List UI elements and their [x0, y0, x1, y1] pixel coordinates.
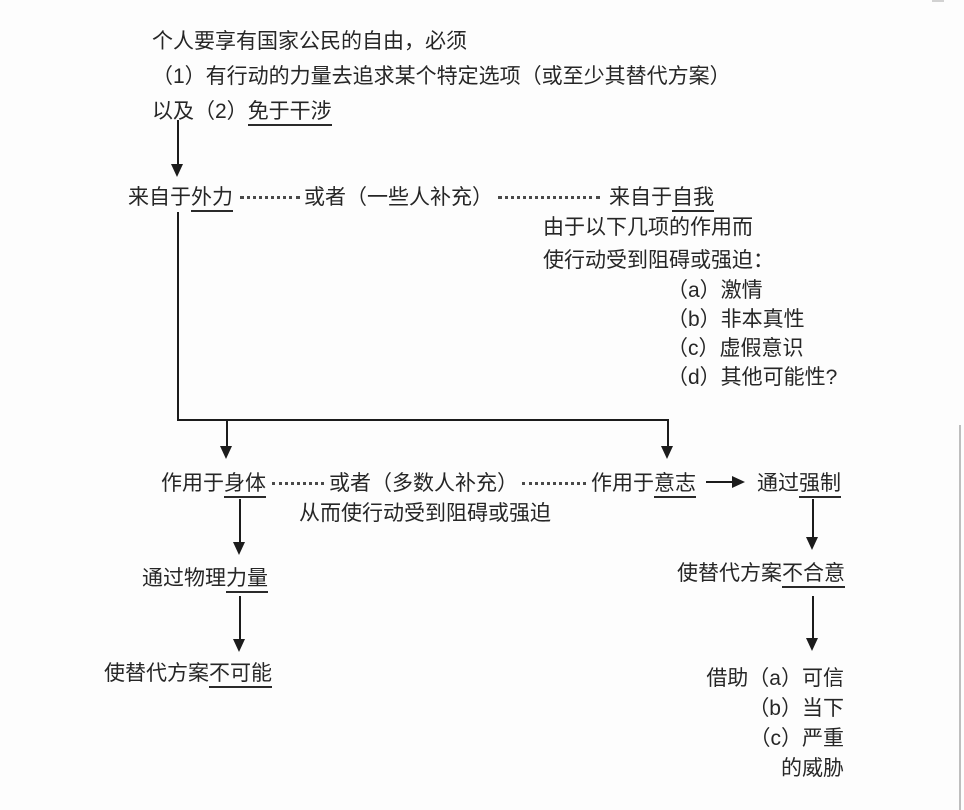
self-item-b: （b）非本真性: [667, 308, 805, 331]
threat-line-1: 借助（a）可信: [706, 667, 844, 690]
node-acts-on-body-underlined: 身体: [224, 472, 266, 498]
arrowhead-right-icon: [732, 476, 745, 488]
self-item-c: （c）虚假意识: [667, 337, 804, 360]
intro-line-3-underlined: 免于干涉: [247, 100, 332, 126]
self-item-d: （d）其他可能性?: [667, 366, 838, 389]
connector-to-body-line: [226, 421, 228, 448]
connector-external-down-line: [177, 212, 179, 421]
level2-or-note-line2: 从而使行动受到阻碍或强迫: [299, 502, 551, 525]
node-alternatives-unwelcome-prefix: 使替代方案: [677, 562, 782, 585]
node-alternatives-impossible: 使替代方案不可能: [104, 660, 272, 688]
node-coercion: 通过强制: [757, 470, 841, 498]
self-item-a: （a）激情: [667, 279, 763, 302]
self-detail-line-1: 由于以下几项的作用而: [543, 216, 753, 239]
arrow-will-to-coercion-line: [706, 481, 734, 483]
level2-or-note: 或者（多数人补充）: [329, 472, 518, 495]
threat-line-2: （b）当下: [748, 697, 844, 720]
arrowhead-down-icon: [806, 638, 818, 651]
arrow-body-to-physical-line: [239, 499, 241, 543]
arrowhead-down-icon: [661, 446, 673, 459]
dotted-connector: [498, 196, 600, 199]
threat-line-3: （c）严重: [749, 727, 845, 750]
node-acts-on-body-prefix: 作用于: [161, 472, 224, 495]
node-physical-force: 通过物理力量: [142, 565, 268, 593]
node-external-force: 来自于外力: [128, 184, 233, 212]
intro-line-3-prefix: 以及（2）: [152, 100, 248, 123]
node-self-prefix: 来自于: [609, 186, 672, 209]
node-alternatives-unwelcome-underlined: 不合意: [782, 562, 845, 588]
node-coercion-prefix: 通过: [757, 472, 799, 495]
node-acts-on-will-prefix: 作用于: [591, 472, 654, 495]
dotted-connector: [272, 482, 324, 485]
arrow-physical-to-impossible-line: [239, 596, 241, 640]
node-alternatives-impossible-underlined: 不可能: [209, 662, 272, 688]
connector-split-horizontal-line: [177, 419, 669, 421]
node-physical-force-underlined: 力量: [226, 567, 268, 593]
arrowhead-down-icon: [233, 639, 245, 652]
node-coercion-underlined: 强制: [799, 472, 841, 498]
connector-to-will-line: [667, 421, 669, 448]
node-acts-on-body: 作用于身体: [161, 470, 266, 498]
self-detail-line-2: 使行动受到阻碍或强迫：: [543, 249, 774, 272]
arrowhead-down-icon: [806, 537, 818, 550]
node-external-force-prefix: 来自于: [128, 186, 191, 209]
self-detail-items: （a）激情 （b）非本真性 （c）虚假意识 （d）其他可能性?: [667, 276, 837, 392]
node-acts-on-will-underlined: 意志: [654, 472, 696, 498]
node-external-force-underlined: 外力: [191, 186, 233, 212]
arrowhead-down-icon: [220, 446, 232, 459]
level1-or-note: 或者（一些人补充）: [304, 186, 493, 209]
scan-artifact-mark: [932, 0, 944, 2]
node-physical-force-prefix: 通过物理: [142, 567, 226, 590]
dotted-connector: [522, 482, 586, 485]
dotted-connector: [240, 196, 300, 199]
intro-line-1: 个人要享有国家公民的自由，必须: [152, 30, 467, 53]
arrow-unwelcome-to-threat-line: [812, 596, 814, 639]
intro-line-3: 以及（2）免于干涉: [152, 94, 731, 129]
arrow-coercion-to-unwelcome-line: [812, 499, 814, 538]
arrow-intro-to-external-line: [177, 120, 179, 166]
node-self-underlined: 自我: [672, 186, 714, 212]
node-acts-on-will: 作用于意志: [591, 470, 696, 498]
node-self: 来自于自我: [609, 184, 714, 212]
intro-line-2: （1）有行动的力量去追求某个特定选项（或至少其替代方案）: [152, 65, 731, 88]
arrowhead-down-icon: [233, 542, 245, 555]
scan-page-edge: [959, 425, 961, 810]
threat-block: 借助（a）可信 （b）当下 （c）严重 的威胁: [596, 664, 844, 784]
intro-block: 个人要享有国家公民的自由，必须 （1）有行动的力量去追求某个特定选项（或至少其替…: [152, 24, 731, 129]
arrowhead-down-icon: [171, 164, 183, 177]
node-alternatives-unwelcome: 使替代方案不合意: [677, 560, 845, 588]
threat-line-4: 的威胁: [781, 757, 844, 780]
node-alternatives-impossible-prefix: 使替代方案: [104, 662, 209, 685]
